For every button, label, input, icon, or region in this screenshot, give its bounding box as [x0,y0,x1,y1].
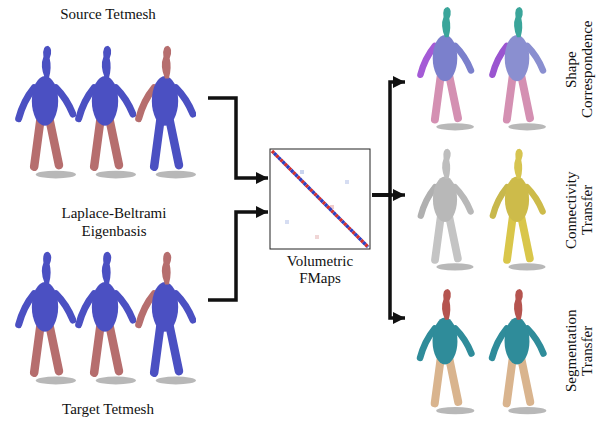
flow-arrow [208,98,268,178]
flow-arrow [372,82,405,195]
flow-arrow [208,212,268,300]
node-label: Source Tetmesh [8,6,208,23]
figure-group: Source Tetmesh [8,4,208,200]
node-label: Volumetric FMaps [268,253,372,288]
basis-label: Laplace-Beltrami Eigenbasis [52,204,176,240]
label-holder: Shape Correspondence [559,2,601,137]
label-holder: Segmentation Transfer [559,283,601,419]
figure-group: Target Tetmesh [8,244,208,420]
node-label: Target Tetmesh [8,401,208,418]
node-label: Shape Correspondence [564,2,596,137]
figure-group: Shape Correspondence [405,2,601,137]
figure-group: Connectivity Transfer [405,145,601,275]
node-label: Connectivity Transfer [564,145,596,275]
flow-arrow [372,195,405,318]
node-label: Segmentation Transfer [564,283,596,419]
label-holder: Connectivity Transfer [559,145,601,275]
matrix-node: Volumetric FMaps [268,147,372,290]
figure-group: Segmentation Transfer [405,283,601,419]
